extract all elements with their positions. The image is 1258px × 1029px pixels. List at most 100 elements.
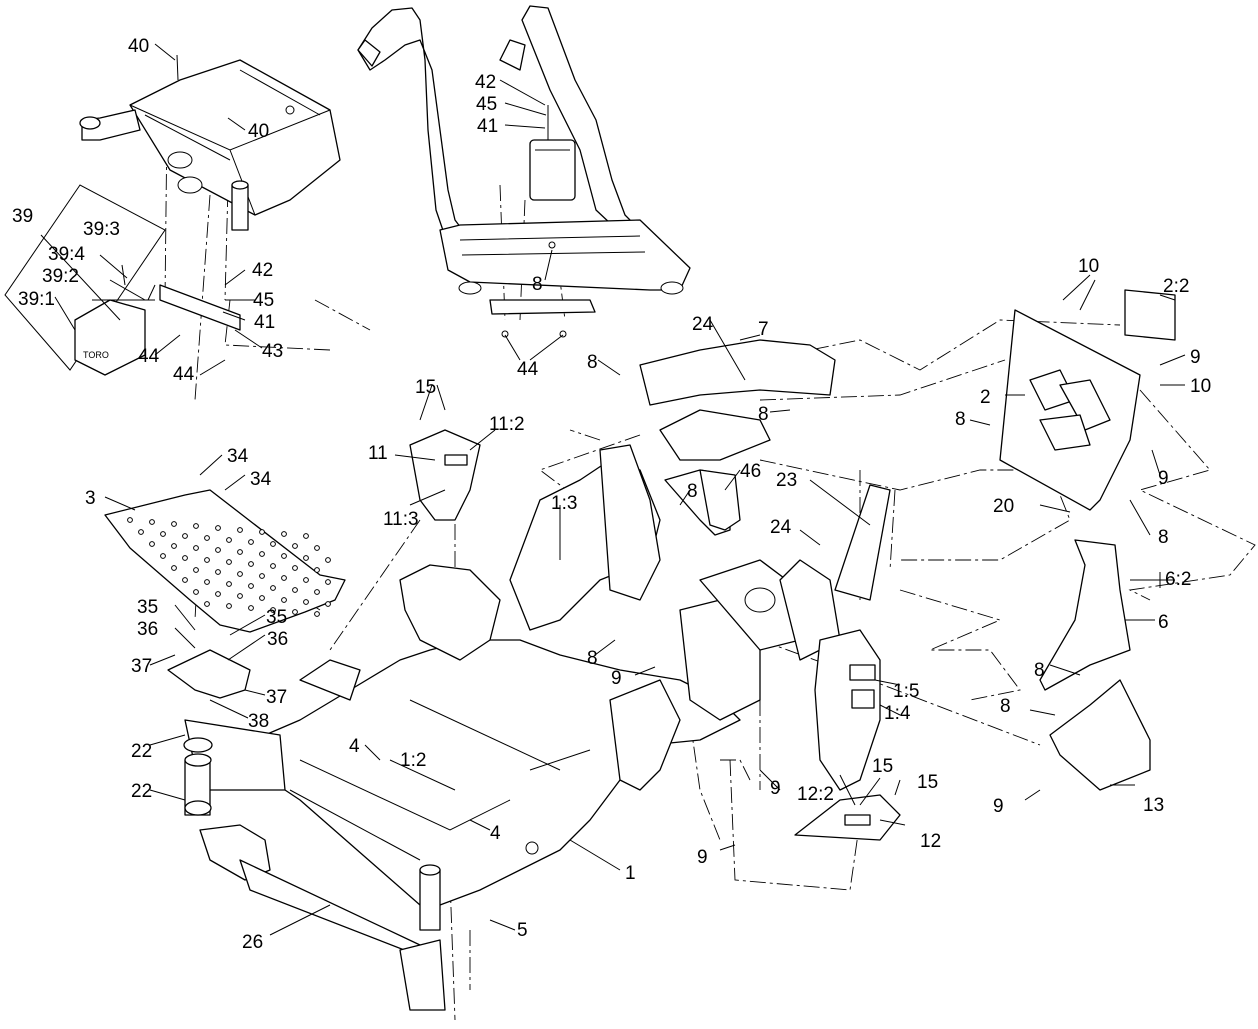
foot-pan-hole xyxy=(193,567,199,573)
callout-c15b: 15 xyxy=(872,756,893,777)
callout-c1_3: 1:3 xyxy=(551,493,577,514)
foot-pan-hole xyxy=(171,543,177,549)
plate-12 xyxy=(794,794,901,841)
foot-pan-hole xyxy=(270,607,276,613)
foot-pan-hole xyxy=(248,583,254,589)
foot-pan-hole xyxy=(204,601,210,607)
foot-pan-hole xyxy=(248,539,254,545)
foot-pan-hole xyxy=(237,549,243,555)
callout-c10b: 10 xyxy=(1190,376,1211,397)
callout-c3: 3 xyxy=(85,488,96,509)
callout-c6_2: 6:2 xyxy=(1165,569,1191,590)
callout-c9e: 9 xyxy=(993,796,1004,817)
callout-c8g: 8 xyxy=(587,648,598,669)
callout-c5: 5 xyxy=(517,920,528,941)
foot-pan-hole xyxy=(215,547,221,553)
callout-c36b: 36 xyxy=(267,629,288,650)
callout-c39_3: 39:3 xyxy=(83,219,120,240)
foot-pan-hole xyxy=(281,553,287,559)
callout-c41b: 41 xyxy=(477,116,498,137)
callout-c39: 39 xyxy=(12,206,33,227)
callout-c8e: 8 xyxy=(1158,527,1169,548)
callout-c9a: 9 xyxy=(1190,347,1201,368)
bracket-46 xyxy=(699,469,741,531)
callout-c40b: 40 xyxy=(248,121,269,142)
foot-pan-hole xyxy=(259,529,265,535)
foot-pan-hole xyxy=(237,527,243,533)
callout-c4b: 4 xyxy=(490,823,501,844)
bracket-38 xyxy=(167,649,251,699)
foot-pan-hole xyxy=(281,575,287,581)
callout-c1_4: 1:4 xyxy=(884,703,911,724)
foot-pan-hole xyxy=(248,561,254,567)
callout-c12_2: 12:2 xyxy=(797,784,834,805)
callout-c24b: 24 xyxy=(770,517,792,538)
callout-c9f: 9 xyxy=(697,847,708,868)
foot-pan-hole xyxy=(204,579,210,585)
callout-c9d: 9 xyxy=(770,778,781,799)
foot-pan-hole xyxy=(182,577,188,583)
callout-c45b: 45 xyxy=(476,94,497,115)
callout-c42a: 42 xyxy=(252,260,273,281)
callout-c15a: 15 xyxy=(415,377,436,398)
callout-c8i: 8 xyxy=(1000,696,1011,717)
foot-pan-hole xyxy=(160,531,166,537)
callout-c9b: 9 xyxy=(1158,468,1169,489)
foot-pan-hole xyxy=(215,525,221,531)
foot-pan-hole xyxy=(237,593,243,599)
foot-pan-hole xyxy=(314,545,320,551)
foot-pan xyxy=(104,489,346,633)
callout-c39_4: 39:4 xyxy=(48,244,85,265)
callout-c13: 13 xyxy=(1143,795,1164,816)
front-axle xyxy=(183,719,446,1011)
foot-pan-hole xyxy=(226,559,232,565)
callout-c8f: 8 xyxy=(687,481,698,502)
leader-lines xyxy=(40,43,1186,936)
callout-c1_2: 1:2 xyxy=(400,750,426,771)
foot-pan-hole xyxy=(292,565,298,571)
rops-roll-bar xyxy=(357,5,691,338)
callout-c34b: 34 xyxy=(250,469,272,490)
callout-c8d: 8 xyxy=(955,409,966,430)
callout-c35b: 35 xyxy=(266,607,287,628)
callout-c1_5: 1:5 xyxy=(893,681,919,702)
callout-c12: 12 xyxy=(920,831,941,852)
foot-pan-hole xyxy=(193,589,199,595)
main-frame xyxy=(264,409,881,906)
callout-c42b: 42 xyxy=(475,72,496,93)
foot-pan-hole xyxy=(193,545,199,551)
callout-c23: 23 xyxy=(776,470,797,491)
callout-c22a: 22 xyxy=(131,741,152,762)
shield-6 xyxy=(1039,539,1131,691)
callout-c10a: 10 xyxy=(1078,256,1099,277)
foot-pan-hole xyxy=(182,533,188,539)
foot-pan-hole xyxy=(215,591,221,597)
callout-c34a: 34 xyxy=(227,446,249,467)
callout-c6: 6 xyxy=(1158,612,1169,633)
callout-c43: 43 xyxy=(262,341,283,362)
callout-c8b: 8 xyxy=(587,352,598,373)
callout-c39_2: 39:2 xyxy=(42,266,79,287)
foot-pan-hole xyxy=(325,557,331,563)
callout-c4a: 4 xyxy=(349,736,360,757)
callout-c44a: 44 xyxy=(138,346,160,367)
seat-kit-39: TORO xyxy=(4,184,241,376)
foot-pan-hole xyxy=(259,595,265,601)
foot-pan-hole xyxy=(259,573,265,579)
callout-c45a: 45 xyxy=(253,290,274,311)
foot-pan-hole xyxy=(149,541,155,547)
foot-pan-hole xyxy=(182,555,188,561)
callout-c8h: 8 xyxy=(1034,660,1045,681)
callout-c39_1: 39:1 xyxy=(18,289,55,310)
callout-c11_2: 11:2 xyxy=(489,414,525,435)
foot-pan-hole xyxy=(160,553,166,559)
callout-c2_2: 2:2 xyxy=(1163,276,1189,297)
callout-c22b: 22 xyxy=(131,781,152,802)
callout-c11: 11 xyxy=(368,443,388,464)
foot-pan-hole xyxy=(325,579,331,585)
callouts: 40403939:339:439:239:1424541434444424541… xyxy=(12,36,1211,953)
callout-c8c: 8 xyxy=(758,404,769,425)
bracket-23 xyxy=(834,484,891,601)
foot-pan-hole xyxy=(259,551,265,557)
